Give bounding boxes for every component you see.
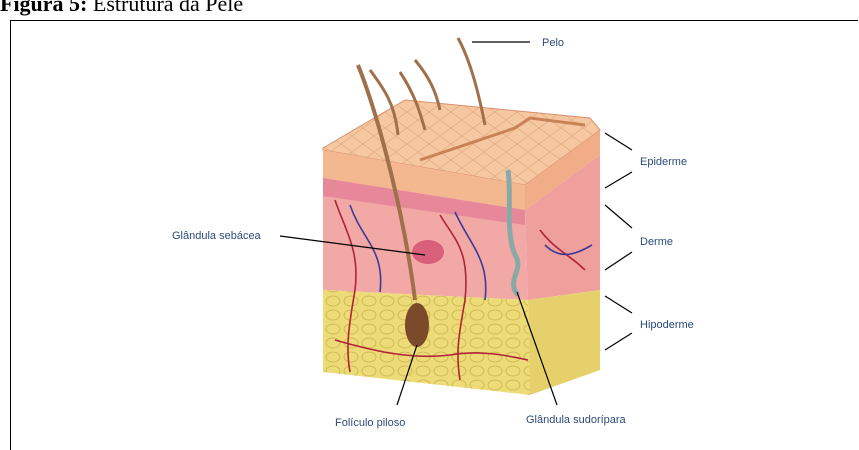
label-epiderme: Epiderme: [640, 156, 687, 168]
label-glandula-sudoripara: Glândula sudorípara: [526, 414, 627, 426]
side-hypodermis: [528, 290, 600, 395]
hypodermis-layer: [323, 290, 530, 395]
label-derme: Derme: [640, 236, 673, 248]
hair-bulb: [405, 303, 429, 347]
label-glandula-sebacea: Glândula sebácea: [172, 230, 262, 242]
label-foliculo-piloso: Folículo piloso: [335, 417, 405, 429]
label-pelo: Pelo: [542, 37, 564, 49]
sebaceous-gland: [412, 240, 444, 264]
label-hipoderme: Hipoderme: [640, 319, 694, 331]
